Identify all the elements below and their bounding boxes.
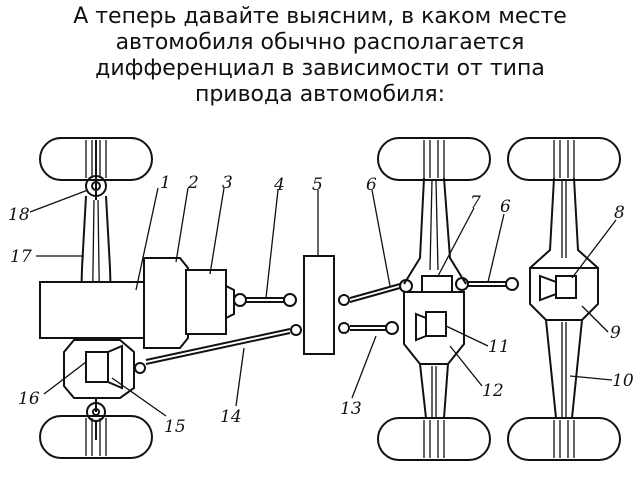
callout-11: 11	[488, 337, 510, 357]
transfer-case	[290, 255, 350, 355]
callout-16: 16	[18, 389, 40, 409]
heading-line-3: дифференциал в зависимости от типа	[95, 56, 545, 81]
callout-9: 9	[610, 323, 621, 343]
callout-1: 1	[160, 173, 171, 193]
gearbox	[185, 269, 235, 335]
wheel-mid-top	[377, 137, 491, 181]
callout-5: 5	[312, 175, 323, 195]
callout-7: 7	[470, 193, 481, 213]
shaft-to-middle-axle	[349, 279, 413, 335]
wheel-mid-bottom	[377, 417, 491, 461]
callout-12: 12	[482, 381, 504, 401]
clutch-housing	[143, 257, 189, 349]
callout-3: 3	[222, 173, 233, 193]
heading-line-2: автомобиля обычно располагается	[115, 30, 525, 55]
callout-8: 8	[614, 203, 625, 223]
rear-axle	[529, 177, 599, 419]
leader-lines	[29, 187, 617, 417]
callout-17: 17	[10, 247, 32, 267]
callout-13: 13	[340, 399, 362, 419]
heading-line-4: привода автомобиля:	[194, 82, 446, 107]
callout-4: 4	[273, 175, 285, 195]
shaft-to-front-axle	[145, 328, 291, 365]
middle-axle	[403, 177, 467, 419]
callout-18: 18	[8, 205, 30, 225]
callout-6a: 6	[366, 175, 377, 195]
callout-10: 10	[612, 371, 634, 391]
transmission-diagram: 1 2 3 4 5 6 6 7 8 9 10 11 12 13 14 15 16…	[8, 137, 634, 461]
engine-block	[39, 281, 153, 339]
wheel-rear-top	[507, 137, 621, 181]
page-heading: А теперь давайте выясним, в каком месте …	[0, 4, 640, 116]
shaft-middle-rear	[455, 277, 519, 291]
callout-15: 15	[164, 417, 186, 437]
callout-6b: 6	[500, 197, 511, 217]
shaft-gearbox-transfer	[233, 293, 297, 307]
heading-line-1: А теперь давайте выясним, в каком месте	[73, 4, 567, 29]
wheel-rear-bottom	[507, 417, 621, 461]
callout-2: 2	[187, 173, 199, 193]
callout-14: 14	[220, 407, 242, 427]
